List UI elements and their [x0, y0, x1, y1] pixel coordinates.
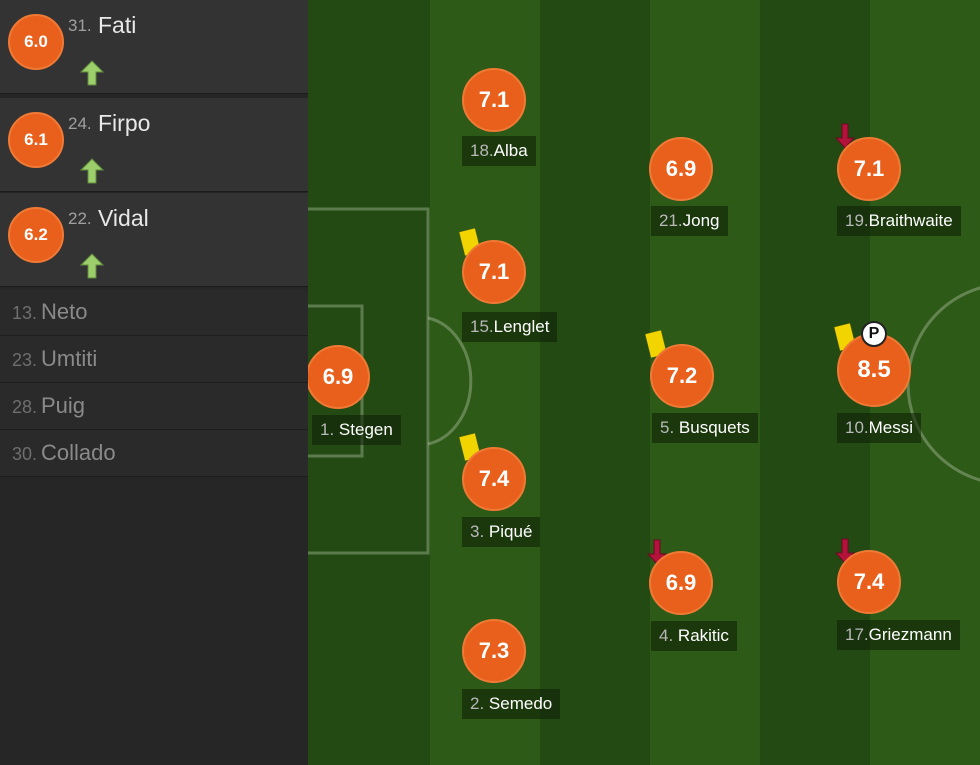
formation-pitch: 6.9 1. Stegen 7.1 18.Alba 7.1 15.Lenglet…	[308, 0, 980, 765]
player-name: Collado	[41, 440, 116, 465]
player-number: 31.	[68, 16, 92, 35]
player-name: Rakitic	[677, 626, 729, 645]
player-name: Vidal	[98, 205, 149, 231]
player-number: 10.	[845, 418, 869, 437]
player-name: Neto	[41, 299, 88, 324]
rating-badge: 6.2	[8, 207, 64, 263]
player-name: Braithwaite	[868, 211, 953, 230]
rating-badge: 7.3	[462, 619, 526, 683]
rating-badge: 6.9	[649, 137, 713, 201]
player-name: Busquets	[678, 418, 750, 437]
substitute-row-vidal[interactable]: 6.2 22. Vidal	[0, 193, 308, 287]
rating-badge: 6.9	[649, 551, 713, 615]
player-number: 23.	[12, 350, 38, 370]
rating-badge: 7.1	[462, 240, 526, 304]
player-number: 15.	[470, 317, 494, 336]
player-name: Stegen	[338, 420, 393, 439]
player-label: 17.Griezmann	[837, 620, 960, 650]
player-number: 3.	[470, 522, 485, 541]
player-name: Piqué	[488, 522, 533, 541]
rating-badge: 6.9	[308, 345, 370, 409]
player-number: 22.	[68, 209, 92, 228]
sub-in-arrow-icon	[80, 60, 104, 86]
player-label: 5. Busquets	[652, 413, 758, 443]
player-number: 24.	[68, 114, 92, 133]
rating-badge: 6.0	[8, 14, 64, 70]
bench-row-neto[interactable]: 13. Neto	[0, 289, 308, 336]
player-label: 18.Alba	[462, 136, 536, 166]
player-name: Lenglet	[493, 317, 550, 336]
player-number: 28.	[12, 397, 38, 417]
bench-row-umtiti[interactable]: 23. Umtiti	[0, 336, 308, 383]
player-number: 13.	[12, 303, 38, 323]
player-name: Umtiti	[41, 346, 98, 371]
player-number: 18.	[470, 141, 494, 160]
player-name: Semedo	[488, 694, 553, 713]
player-number: 1.	[320, 420, 335, 439]
player-name: Messi	[868, 418, 914, 437]
penalty-goal-icon: P	[861, 321, 887, 347]
substitute-row-fati[interactable]: 6.0 31. Fati	[0, 0, 308, 94]
player-label: 10.Messi	[837, 413, 922, 443]
sub-in-arrow-icon	[80, 158, 104, 184]
player-name: Alba	[493, 141, 528, 160]
player-number: 5.	[660, 418, 675, 437]
player-name: Firpo	[98, 110, 151, 136]
rating-badge: 6.1	[8, 112, 64, 168]
rating-badge: 7.1	[462, 68, 526, 132]
player-number: 17.	[845, 625, 869, 644]
player-name: Jong	[682, 211, 720, 230]
player-label: 1. Stegen	[312, 415, 401, 445]
lineup-sidebar: 6.0 31. Fati 6.1 24. Firpo 6.2 22. Vidal…	[0, 0, 308, 765]
player-number: 2.	[470, 694, 485, 713]
player-label: 15.Lenglet	[462, 312, 558, 342]
substitute-row-firpo[interactable]: 6.1 24. Firpo	[0, 98, 308, 192]
rating-badge: 8.5	[837, 333, 911, 407]
player-label: 19.Braithwaite	[837, 206, 961, 236]
rating-badge: 7.1	[837, 137, 901, 201]
player-name: Puig	[41, 393, 86, 418]
rating-badge: 7.4	[837, 550, 901, 614]
player-name: Griezmann	[868, 625, 952, 644]
player-number: 19.	[845, 211, 869, 230]
player-label: 21.Jong	[651, 206, 728, 236]
rating-badge: 7.2	[650, 344, 714, 408]
player-label: 2. Semedo	[462, 689, 561, 719]
player-number: 30.	[12, 444, 38, 464]
player-number: 4.	[659, 626, 674, 645]
bench-row-collado[interactable]: 30. Collado	[0, 430, 308, 477]
sub-in-arrow-icon	[80, 253, 104, 279]
player-label: 4. Rakitic	[651, 621, 737, 651]
rating-badge: 7.4	[462, 447, 526, 511]
player-label: 3. Piqué	[462, 517, 541, 547]
player-number: 21.	[659, 211, 683, 230]
player-name: Fati	[98, 12, 137, 38]
grass-stripe	[540, 0, 650, 765]
bench-row-puig[interactable]: 28. Puig	[0, 383, 308, 430]
